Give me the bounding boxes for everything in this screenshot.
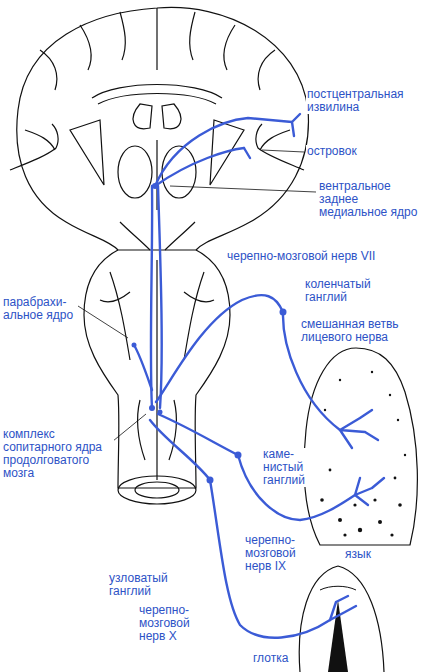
ganglion-dots bbox=[132, 183, 287, 484]
pharynx bbox=[299, 566, 384, 672]
structure-label: комплекс сопитарного ядра продолговатого… bbox=[2, 428, 114, 480]
structure-label: узловатый ганглий bbox=[108, 572, 190, 598]
structure-label: постцентральная извилина bbox=[306, 88, 432, 114]
structure-label: язык bbox=[344, 548, 372, 561]
structure-label: черепно- мозговой нерв IX bbox=[244, 534, 310, 573]
structure-label: смешанная ветвь лицевого нерва bbox=[300, 318, 422, 344]
structure-label: черепно-мозговой нерв VII bbox=[226, 250, 376, 263]
structure-label: парабрахи- альное ядро bbox=[2, 296, 78, 322]
structure-label: каме- нистый ганглий bbox=[262, 448, 324, 487]
structure-label: коленчатый ганглий bbox=[304, 278, 386, 304]
structure-label: черепно- мозговой нерв X bbox=[138, 604, 206, 643]
structure-label: вентральное заднее медиальное ядро bbox=[318, 180, 426, 219]
leader-lines bbox=[78, 150, 316, 441]
structure-label: островок bbox=[306, 145, 358, 158]
structure-label: глотка bbox=[252, 652, 289, 665]
